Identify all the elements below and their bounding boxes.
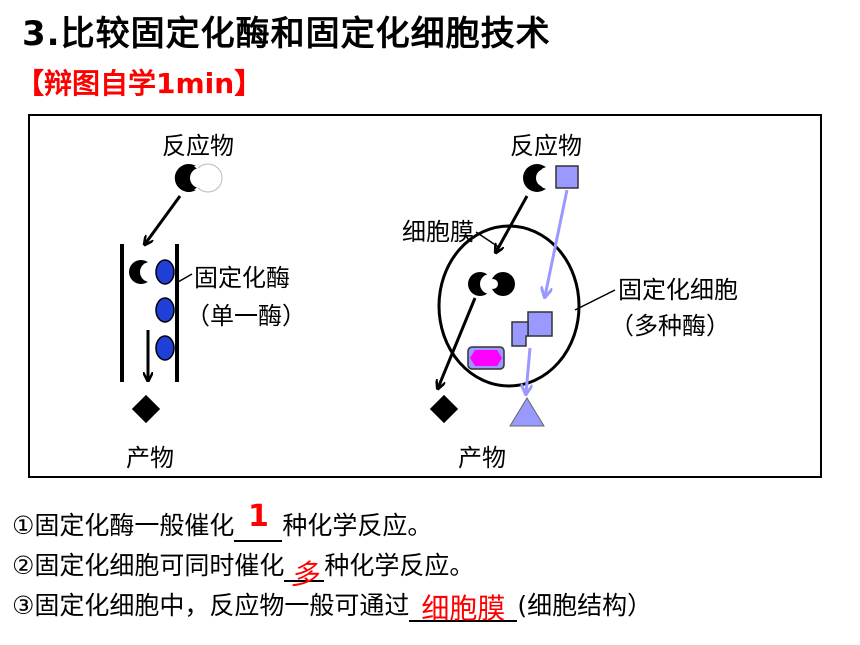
left-arrow-in [145, 195, 182, 244]
cell-enzyme-substrate [468, 272, 515, 296]
q1-blank: 1 [234, 499, 283, 542]
enzyme-with-substrate [129, 259, 175, 285]
right-reactant-substrate [523, 164, 559, 192]
question-1: ①固定化酶一般催化 1 种化学反应。 [12, 499, 433, 542]
question-3: ③固定化细胞中，反应物一般可通过细胞膜 (细胞结构） [12, 586, 653, 625]
enzyme-pointer [177, 273, 193, 283]
left-product [131, 394, 161, 424]
cell-enzyme-square [527, 311, 553, 337]
purple-arrow-in [545, 189, 569, 296]
left-product-label: 产物 [126, 444, 174, 472]
right-arrow-out [438, 297, 477, 388]
enzyme-3 [155, 335, 175, 361]
q3-answer: 细胞膜 [421, 592, 506, 625]
enzyme-2 [155, 297, 175, 323]
q2-text: ②固定化细胞可同时催化 [12, 551, 285, 580]
cell-membrane-circle [437, 224, 581, 388]
q2-blank: 多 [284, 551, 325, 591]
membrane-label: 细胞膜 [402, 218, 474, 246]
cell-pointer [574, 289, 616, 311]
left-enzyme-label: 固定化酶 [194, 264, 290, 292]
cell-sub-label: （多种酶） [610, 312, 730, 340]
right-reactant-square [555, 165, 579, 189]
cell-enzyme-block [511, 321, 529, 347]
left-reactant-substrate [174, 163, 223, 193]
left-reactant-label: 反应物 [162, 132, 234, 160]
page-title: 3.比较固定化酶和固定化细胞技术 [22, 14, 551, 54]
right-product-diamond [429, 394, 459, 424]
membrane-pointer [475, 231, 501, 249]
left-enzyme-sub-label: （单一酶） [186, 302, 306, 330]
purple-arrow-out [526, 347, 530, 393]
q1-text: ①固定化酶一般催化 [12, 511, 235, 540]
question-2: ②固定化细胞可同时催化多 种化学反应。 [12, 546, 475, 591]
q1-text-end: 种化学反应。 [282, 511, 433, 540]
right-product-label: 产物 [458, 444, 506, 472]
q3-text: ③固定化细胞中，反应物一般可通过 [12, 591, 410, 620]
cell-label: 固定化细胞 [618, 276, 738, 304]
q2-text-end: 种化学反应。 [324, 551, 475, 580]
magenta-enzyme [467, 346, 505, 370]
q1-answer: 1 [247, 499, 269, 534]
right-arrow-in [496, 195, 529, 252]
diagram-frame [28, 114, 822, 478]
right-reactant-label: 反应物 [510, 132, 582, 160]
q3-text-end: (细胞结构） [517, 591, 653, 620]
right-product-triangle [509, 397, 545, 427]
q2-answer: 多 [290, 558, 319, 591]
q3-blank: 细胞膜 [409, 591, 518, 625]
page-subtitle: 【辩图自学1min】 [16, 67, 263, 100]
